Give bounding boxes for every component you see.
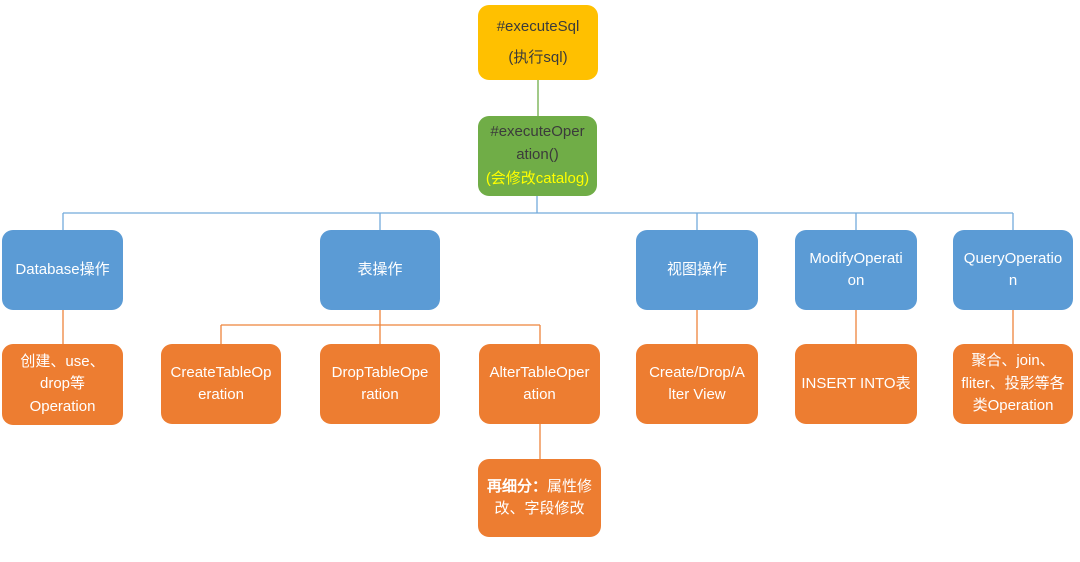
node-label: 创建、use、 drop等 Operation: [20, 352, 105, 415]
node-execute-sql: #executeSql (执行sql): [478, 5, 598, 80]
node-insert-into: INSERT INTO表: [795, 344, 917, 424]
node-label-bold: 再细分：: [486, 477, 547, 495]
node-modify-operation: ModifyOperati on: [795, 230, 917, 310]
node-label: 聚合、join、 fliter、投影等各 类Operation: [961, 352, 1065, 415]
node-title: #executeSql: [496, 18, 580, 35]
node-label: 表操作: [357, 260, 403, 278]
node-label: Database操作: [15, 260, 110, 278]
node-view-detail: Create/Drop/A lter View: [636, 344, 758, 424]
node-label: 再细分：属性修 改、字段修改: [487, 476, 592, 521]
node-label: INSERT INTO表: [801, 374, 911, 392]
node-title: #executeOper ation(): [490, 123, 585, 163]
node-view-category: 视图操作: [636, 230, 758, 310]
node-database-category: Database操作: [2, 230, 123, 310]
node-subtitle: (执行sql): [508, 48, 568, 66]
node-execute-operation: #executeOper ation() (会修改catalog): [478, 116, 597, 196]
node-create-table-operation: CreateTableOp eration: [161, 344, 281, 424]
node-label-rest: 属性修 改、字段修改: [494, 477, 593, 518]
node-label: DropTableOpe ration: [331, 363, 429, 404]
node-drop-table-operation: DropTableOpe ration: [320, 344, 440, 424]
node-query-detail: 聚合、join、 fliter、投影等各 类Operation: [953, 344, 1073, 424]
node-alter-table-operation: AlterTableOper ation: [479, 344, 600, 424]
node-label: 视图操作: [666, 260, 727, 278]
node-table-category: 表操作: [320, 230, 440, 310]
node-label: AlterTableOper ation: [489, 363, 590, 404]
node-database-detail: 创建、use、 drop等 Operation: [2, 344, 123, 425]
node-label: CreateTableOp eration: [170, 363, 272, 404]
edge-child-to-level2: [62, 196, 1014, 230]
node-alter-table-subdivision: 再细分：属性修 改、字段修改: [478, 459, 601, 537]
node-label: Create/Drop/A lter View: [649, 363, 745, 404]
node-label: ModifyOperati on: [809, 249, 903, 290]
node-query-operation: QueryOperatio n: [953, 230, 1073, 310]
node-subtitle: (会修改catalog): [485, 170, 590, 188]
node-label: QueryOperatio n: [963, 249, 1063, 290]
